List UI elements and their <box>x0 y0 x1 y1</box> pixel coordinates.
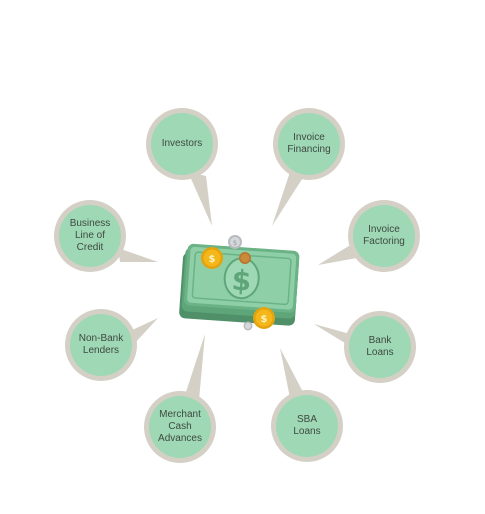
bubble-bank-loans <box>314 311 416 383</box>
svg-text:$: $ <box>261 314 268 325</box>
bubble-group <box>54 108 420 463</box>
coin-gold-icon: $ <box>201 247 223 269</box>
coin-silver-icon: $ <box>228 235 242 249</box>
coin-silver-icon <box>243 321 253 331</box>
label-bank-loans: Bank Loans <box>366 335 394 358</box>
svg-text:$: $ <box>231 264 253 298</box>
bubble-fill <box>70 314 132 376</box>
bubble-tail <box>188 172 212 226</box>
bubble-business-line-of-credit <box>54 200 158 272</box>
bubble-fill <box>353 205 415 267</box>
label-investors: Investors <box>161 138 203 149</box>
bubble-tail <box>314 324 353 348</box>
svg-text:$: $ <box>233 239 237 247</box>
bubble-invoice-factoring <box>318 200 420 272</box>
money-stack-icon: $ $ $ $ <box>179 235 300 331</box>
bubble-fill <box>349 316 411 378</box>
label-business-line-of-credit: Business Line of Credit <box>69 218 111 253</box>
svg-text:$: $ <box>209 254 216 265</box>
label-invoice-factoring: Invoice Factoring <box>363 224 405 247</box>
bubble-fill <box>149 396 211 458</box>
coin-gold-icon: $ <box>253 307 275 329</box>
label-invoice-financing: Invoice Financing <box>287 132 331 155</box>
bubble-investors <box>146 108 218 226</box>
bubble-tail <box>280 348 304 398</box>
bubble-fill <box>151 113 213 175</box>
bubble-tail <box>184 334 205 400</box>
bubble-tail <box>272 172 304 226</box>
bubble-tail <box>318 244 357 265</box>
bubble-tail <box>118 248 158 262</box>
bubble-non-bank-lenders <box>65 309 158 381</box>
label-sba-loans: SBA Loans <box>293 414 321 437</box>
bubble-merchant-cash-advances <box>144 334 216 463</box>
bubble-fill <box>276 395 338 457</box>
label-merchant-cash-advances: Merchant Cash Advances <box>158 409 202 444</box>
coin-copper-icon <box>239 252 251 264</box>
bubble-sba-loans <box>271 348 343 462</box>
label-non-bank-lenders: Non-Bank Lenders <box>78 333 124 356</box>
bubble-fill <box>59 205 121 267</box>
bubble-fill <box>278 113 340 175</box>
bubble-invoice-financing <box>272 108 345 226</box>
